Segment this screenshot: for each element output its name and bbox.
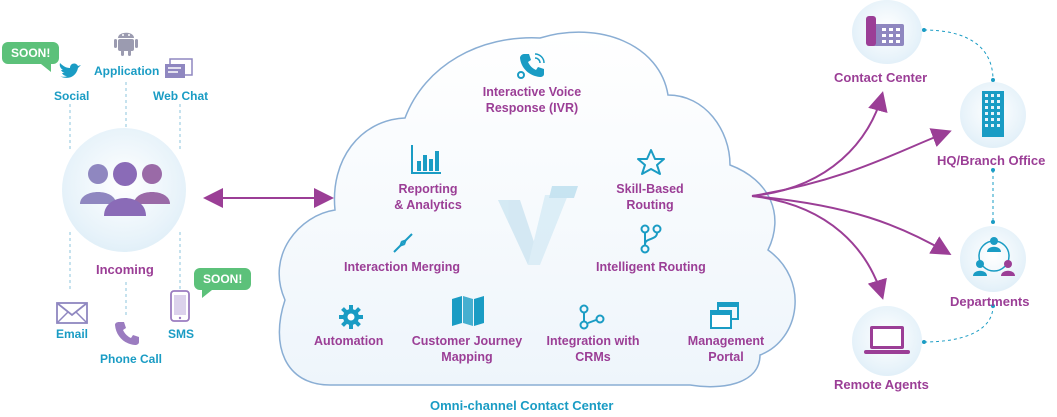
feature-crm: Integration with CRMs — [546, 334, 640, 364]
android-icon[interactable] — [114, 28, 138, 58]
dest-remote-agents: Remote Agents — [834, 377, 929, 392]
feature-intelligent-routing: Intelligent Routing — [596, 260, 706, 274]
channel-email: Email — [56, 327, 89, 341]
building-icon[interactable] — [981, 90, 1005, 138]
incoming-label: Incoming — [96, 262, 154, 277]
incoming-circle — [62, 128, 186, 252]
star-icon — [637, 149, 665, 175]
desk-phone-icon[interactable] — [866, 14, 906, 48]
org-icon[interactable] — [972, 234, 1016, 278]
soon-badge-social: SOON! — [2, 42, 60, 72]
email-icon[interactable] — [56, 302, 88, 324]
dest-contact-center: Contact Center — [834, 70, 928, 85]
users-icon — [80, 162, 170, 216]
channel-webchat: Web Chat — [153, 89, 209, 103]
gear-icon — [339, 305, 363, 329]
soon-badge-sms: SOON! — [194, 268, 252, 298]
feature-journey: Customer Journey Mapping — [411, 334, 523, 364]
feature-merging: Interaction Merging — [344, 260, 460, 274]
bar-chart-icon — [411, 145, 441, 174]
channel-social: Social — [54, 89, 90, 103]
diagram-title: Omni-channel Contact Center — [430, 398, 614, 413]
vinteractive-logo — [498, 186, 578, 265]
channel-phone: Phone Call — [100, 352, 163, 366]
feature-ivr: Interactive Voice Response (IVR) — [482, 85, 582, 115]
channel-sms: SMS — [168, 327, 195, 341]
integration-icon — [579, 304, 605, 330]
twitter-icon[interactable] — [58, 62, 82, 82]
phone-icon[interactable] — [114, 320, 140, 346]
webchat-icon[interactable] — [164, 58, 194, 84]
dest-departments: Departments — [950, 294, 1030, 309]
channel-application: Application — [94, 64, 160, 78]
portal-icon — [710, 302, 739, 329]
dest-hq: HQ/Branch Office — [937, 153, 1046, 168]
cloud-shape — [278, 31, 796, 388]
laptop-icon[interactable] — [864, 324, 910, 358]
feature-reporting: Reporting & Analytics — [394, 182, 462, 212]
map-icon — [452, 296, 484, 326]
branch-icon — [640, 224, 662, 254]
mobile-icon[interactable] — [170, 290, 190, 322]
feature-automation: Automation — [314, 334, 384, 348]
ivr-phone-icon — [517, 53, 545, 79]
merge-icon — [393, 233, 413, 253]
departments-circle — [960, 226, 1026, 292]
feature-skill-routing: Skill-Based Routing — [616, 182, 684, 212]
feature-portal: Management Portal — [687, 334, 765, 364]
